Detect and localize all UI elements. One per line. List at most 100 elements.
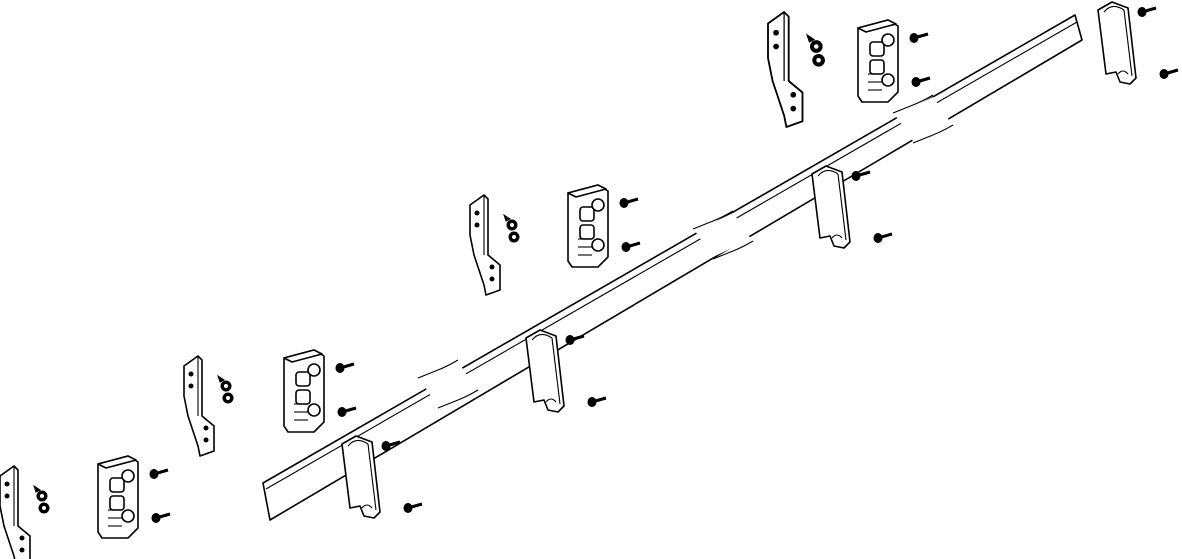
latch-window: [295, 389, 311, 405]
latch-window: [579, 206, 595, 222]
bracket-edge: [837, 173, 847, 241]
screw-head: [851, 171, 861, 181]
bracket-edge: [367, 443, 377, 511]
hinge-plate: [183, 355, 234, 457]
nut-hole: [510, 223, 514, 227]
break-mark: [417, 359, 479, 409]
screw: [1159, 68, 1179, 79]
screw: [403, 502, 423, 513]
break-marks: [417, 94, 954, 409]
latch-knob: [121, 469, 135, 483]
hinge-hole: [790, 91, 797, 98]
nut: [36, 490, 48, 502]
hinge-hole: [188, 371, 194, 377]
screw: [873, 232, 893, 243]
screw-head: [619, 198, 629, 208]
bracket-notch: [361, 504, 373, 509]
bracket-notch: [1117, 70, 1129, 75]
bracket-lip: [1103, 5, 1125, 13]
latch-window: [869, 59, 885, 75]
latch-knob: [881, 73, 895, 87]
nut-hole: [42, 506, 46, 510]
nut: [809, 40, 823, 53]
hinge-hole: [773, 29, 779, 36]
hinge-body: [183, 355, 215, 457]
screw: [911, 76, 931, 87]
hinge-plate: [767, 11, 825, 128]
screw: [381, 440, 401, 451]
bracket-lip: [817, 169, 839, 177]
hinge-hole: [4, 493, 10, 499]
hinge-hole: [4, 481, 10, 487]
latch-knob: [307, 363, 321, 377]
nut: [38, 502, 50, 514]
break-line: [912, 124, 954, 144]
hinge-hole: [790, 105, 797, 112]
arrow-mark: [806, 33, 816, 43]
latch-block: [97, 455, 171, 539]
screw: [1137, 6, 1157, 17]
break-line: [712, 240, 754, 260]
hinge-plate: [0, 465, 50, 559]
arrow-mark: [217, 374, 225, 383]
nut: [812, 53, 825, 67]
latch-window: [869, 41, 885, 57]
screw-head: [151, 513, 161, 523]
hinge-hole: [474, 222, 480, 228]
rail-bar: [262, 14, 1083, 521]
nut: [508, 231, 520, 243]
screw: [565, 334, 585, 345]
hinge-hole: [188, 383, 194, 389]
latch-block: [857, 19, 931, 103]
latch-block: [567, 184, 641, 268]
latch-top: [567, 184, 607, 198]
bracket-lip: [531, 333, 553, 341]
bracket-lip: [347, 439, 369, 447]
u-bracket: [525, 329, 607, 413]
screw-head: [909, 33, 919, 43]
hinge-body: [469, 194, 501, 296]
hinge-hole: [474, 210, 480, 216]
break-line: [692, 210, 734, 230]
latch-knob: [881, 33, 895, 47]
break-line: [417, 359, 459, 379]
screw-head: [149, 469, 159, 479]
screw: [621, 241, 641, 252]
bracket-body: [811, 165, 851, 249]
hinge-hole: [773, 43, 779, 50]
break-gap: [695, 213, 751, 257]
latch-window: [579, 224, 595, 240]
screw-head: [1159, 69, 1169, 79]
screw-head: [381, 441, 391, 451]
screw-head: [587, 397, 597, 407]
bracket-notch: [831, 234, 843, 239]
latch-knob: [591, 238, 605, 252]
nut: [506, 219, 518, 231]
latch-window: [295, 371, 311, 387]
nut-hole: [40, 494, 44, 498]
latch-window: [109, 477, 125, 493]
nut-hole: [816, 58, 821, 63]
nut-hole: [512, 235, 516, 239]
screw-head: [873, 233, 883, 243]
screw: [337, 406, 357, 417]
latch-knob: [591, 198, 605, 212]
hinge-hole: [489, 276, 495, 282]
latch-top: [283, 349, 323, 363]
nut-hole: [226, 396, 230, 400]
break-gap: [420, 362, 476, 406]
hinge-body: [0, 465, 31, 559]
u-bracket: [1097, 1, 1179, 85]
break-mark: [692, 210, 754, 260]
nut-hole: [814, 44, 819, 49]
screw: [151, 512, 171, 523]
screw: [335, 362, 355, 373]
bracket-body: [1097, 1, 1137, 85]
latch-top: [97, 455, 137, 469]
latch-knob: [121, 509, 135, 523]
break-line: [892, 94, 934, 114]
arrow-mark: [33, 484, 41, 493]
u-bracket: [811, 165, 893, 249]
screw-head: [337, 407, 347, 417]
